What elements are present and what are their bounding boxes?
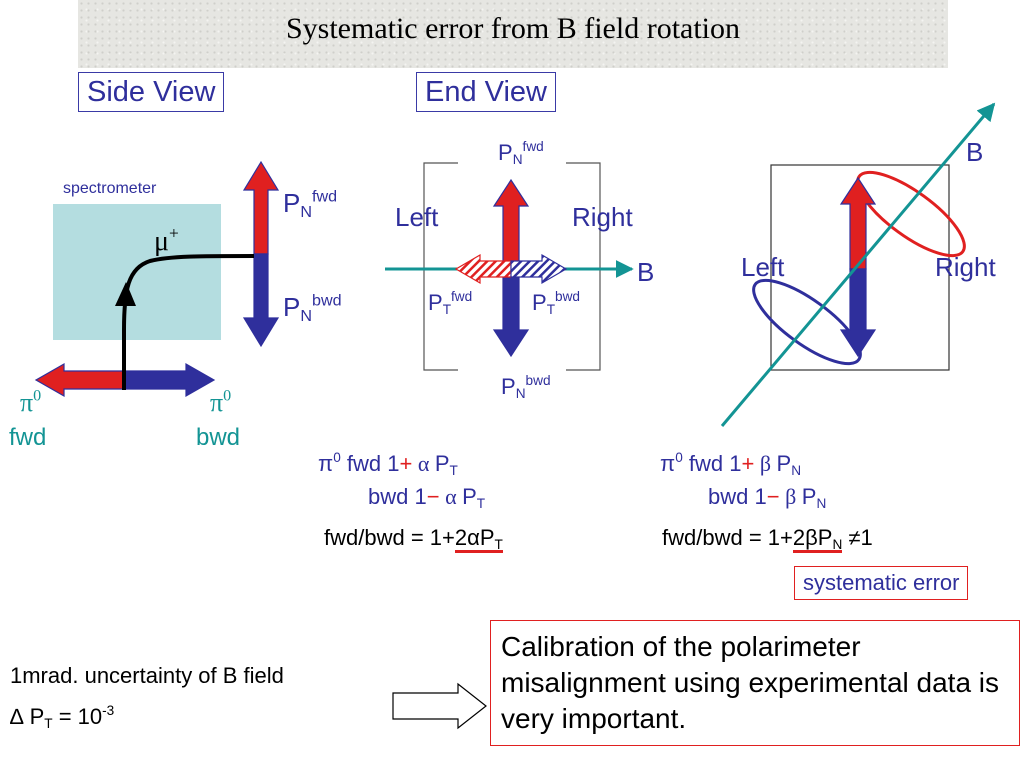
title-bar	[78, 0, 948, 68]
end-pt-bwd-arrow	[510, 253, 568, 285]
eq-alpha-underlined-term: 2αPT	[454, 525, 503, 553]
eq-alpha-line2: bwd 1− α PT	[368, 484, 486, 512]
end-pn-fwd-arrow	[492, 178, 530, 270]
pi-fwd-label: fwd	[9, 424, 47, 451]
end-view-frame	[423, 162, 601, 371]
end-view-label: End View	[416, 72, 556, 112]
calibration-note: Calibration of the polarimeter misalignm…	[490, 620, 1020, 746]
eq-beta-line2: bwd 1− β PN	[708, 484, 827, 512]
uncertainty-line2: ∆ PT = 10-3	[10, 703, 115, 732]
side-pi-bwd-arrow	[123, 362, 216, 398]
rot-b-axis	[720, 102, 996, 427]
systematic-error-box: systematic error	[794, 566, 969, 600]
rot-b-label: B	[966, 137, 984, 167]
rot-left-label: Left	[741, 252, 785, 282]
end-pt-fwd-label: PTfwd	[428, 289, 473, 318]
pi-fwd-symbol: π0	[20, 387, 42, 417]
side-pn-fwd-label: PNfwd	[283, 187, 338, 221]
spectrometer-box	[53, 204, 221, 340]
pi-bwd-symbol: π0	[210, 387, 232, 417]
slide-title: Systematic error from B field rotation	[285, 12, 741, 45]
eq-beta-line3: fwd/bwd = 1+2βPN ≠1	[662, 525, 873, 553]
side-pi-fwd-arrow	[34, 362, 125, 398]
eq-beta-line1: π0 fwd 1+ β PN	[660, 450, 802, 479]
pi-bwd-label: bwd	[196, 424, 241, 451]
muon-label: μ+	[154, 223, 179, 257]
side-pn-fwd-arrow	[242, 160, 280, 255]
end-pt-bwd-label: PTbwd	[532, 289, 581, 318]
side-pn-bwd-arrow	[242, 253, 280, 348]
implication-arrow	[392, 682, 487, 730]
side-pn-bwd-label: PNbwd	[283, 291, 342, 325]
rot-right-label: Right	[935, 252, 996, 282]
end-left-label: Left	[395, 202, 439, 232]
right-orbit-ellipse	[856, 170, 966, 258]
eq-alpha-line3: fwd/bwd = 1+2αPT	[324, 525, 503, 553]
muon-track-arrowhead	[115, 282, 136, 306]
end-pt-fwd-arrow	[454, 253, 512, 285]
eq-alpha-line1: π0 fwd 1+ α PT	[318, 450, 458, 479]
rotated-view-frame	[770, 164, 950, 371]
uncertainty-line1: 1mrad. uncertainty of B field	[10, 663, 284, 688]
side-view-label: Side View	[78, 72, 225, 112]
spectrometer-label: spectrometer	[63, 180, 157, 197]
end-pn-bwd-arrow	[492, 268, 530, 358]
eq-beta-underlined-term: 2βPN	[792, 525, 843, 553]
end-right-label: Right	[572, 202, 633, 232]
rot-pn-bwd-arrow	[839, 268, 877, 358]
end-b-label: B	[637, 257, 655, 287]
end-pn-fwd-label: PNfwd	[498, 139, 544, 168]
end-pn-bwd-label: PNbwd	[501, 373, 551, 402]
rot-pn-fwd-arrow	[839, 176, 877, 270]
